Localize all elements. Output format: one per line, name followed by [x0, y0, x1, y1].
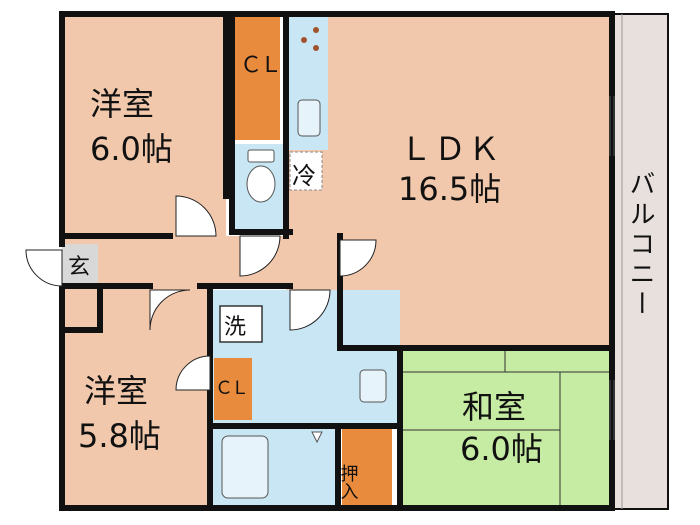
ldk-size: 16.5帖 [398, 170, 501, 208]
washitsu-room [400, 348, 612, 508]
western-room-top [62, 14, 226, 236]
washitsu-name: 和室 [462, 388, 526, 426]
closet-bottom-label: ＣＬ [215, 378, 247, 399]
fridge-label: 冷 [292, 162, 316, 190]
entrance-label: 玄 [68, 255, 90, 280]
bathtub-icon [221, 435, 269, 499]
kitchen-sink-icon [297, 99, 321, 137]
closet-bottom [214, 358, 252, 420]
stove-icon [301, 27, 319, 51]
triangle-marker-icon [311, 431, 323, 444]
entrance [62, 244, 98, 286]
oshiire-label: 押入 [338, 464, 359, 500]
laundry-label: 洗 [224, 315, 246, 340]
walls [59, 11, 615, 511]
washitsu-size: 6.0帖 [460, 430, 543, 468]
western-top-name: 洋室 [90, 85, 154, 123]
western-bottom-name: 洋室 [84, 372, 148, 410]
fridge-box [289, 151, 323, 191]
toilet-icon [246, 149, 276, 203]
balcony [611, 13, 669, 510]
western-room-bottom [62, 286, 210, 508]
door-swings [25, 195, 377, 391]
ldk-name: ＬＤＫ [400, 130, 502, 168]
tatami-lines [400, 348, 612, 508]
hallway [62, 236, 342, 286]
laundry-box [219, 305, 263, 343]
western-top-size: 6.0帖 [90, 130, 173, 168]
basin-icon [359, 369, 387, 403]
closet-top-label: ＣＬ [240, 53, 280, 78]
western-bottom-size: 5.8帖 [78, 417, 161, 455]
closet-top [232, 14, 280, 140]
balcony-label: バルコニー [625, 170, 655, 320]
oshiire [342, 428, 392, 508]
windows [609, 96, 615, 440]
